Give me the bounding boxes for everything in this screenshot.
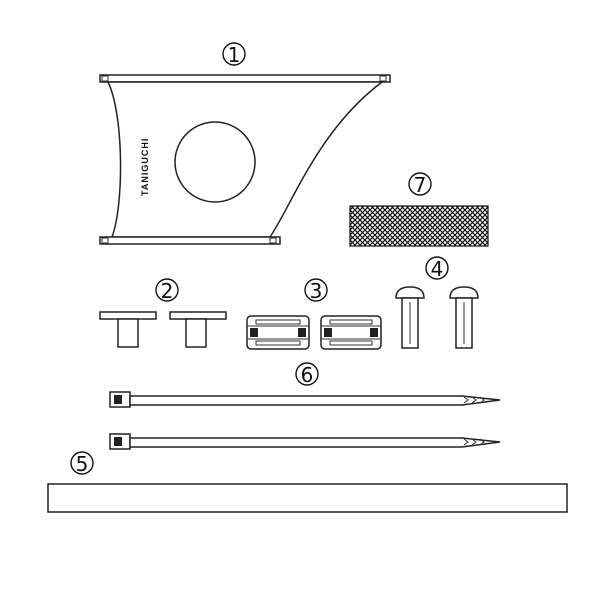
part-4-number: 4 <box>431 257 444 281</box>
bracket-top-left-tab <box>101 75 109 82</box>
spacer-left-flange <box>99 311 157 320</box>
part-1-bracket-plate: TANIGUCHI <box>99 74 391 245</box>
part-5-label-circle <box>70 451 94 475</box>
bracket-bottom-right-tab <box>269 237 277 244</box>
part-5-label: 5 <box>70 451 94 476</box>
bolt-right-head <box>449 286 479 299</box>
bracket-logo-text: TANIGUCHI <box>140 138 150 196</box>
part-3-label-circle <box>304 278 328 302</box>
part-7-label: 7 <box>408 172 432 197</box>
part-4-label-circle <box>425 256 449 280</box>
part-1-label: 1 <box>222 42 246 67</box>
spacer-right-body <box>185 318 207 348</box>
bolt-left-head <box>395 286 425 299</box>
bracket-bottom-rail <box>99 236 281 245</box>
bracket-bottom-left-tab <box>101 237 109 244</box>
part-1-number: 1 <box>228 43 241 67</box>
part-3-rubber-block-left <box>246 315 310 350</box>
spacer-left-body <box>117 318 139 348</box>
part-1-label-circle <box>222 42 246 66</box>
part-4-bolt-right <box>449 286 479 349</box>
part-2-spacer-left <box>99 311 157 348</box>
spacer-right-flange <box>169 311 227 320</box>
part-3-label: 3 <box>304 278 328 303</box>
part-2-label-circle <box>155 278 179 302</box>
part-6-label: 6 <box>295 362 319 387</box>
bracket-top-right-tab <box>379 75 387 82</box>
part-6-cable-tie-top <box>109 391 501 408</box>
part-7-number: 7 <box>414 173 427 197</box>
cable-tie-top-strap <box>129 395 501 406</box>
part-2-label: 2 <box>155 278 179 303</box>
part-6-label-circle <box>295 362 319 386</box>
part-7-label-circle <box>408 172 432 196</box>
part-3-number: 3 <box>310 279 323 303</box>
part-7-mesh-pad <box>349 205 489 247</box>
part-3-rubber-block-right <box>320 315 382 350</box>
bracket-round-hole <box>174 121 256 203</box>
part-2-spacer-right <box>169 311 227 348</box>
part-6-cable-tie-bottom <box>109 433 501 450</box>
part-6-number: 6 <box>301 363 314 387</box>
part-4-bolt-left <box>395 286 425 349</box>
bracket-top-rail <box>99 74 391 83</box>
part-2-number: 2 <box>161 279 174 303</box>
part-4-label: 4 <box>425 256 449 281</box>
part-5-number: 5 <box>76 452 89 476</box>
cable-tie-bottom-strap <box>129 437 501 448</box>
part-5-long-strip <box>47 483 568 513</box>
